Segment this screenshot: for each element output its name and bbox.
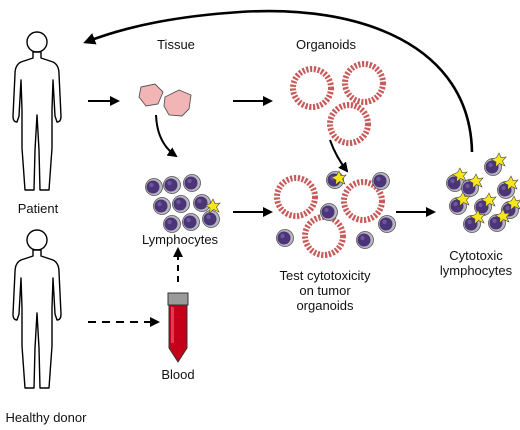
arrows	[83, 9, 474, 327]
healthy-donor-label: Healthy donor	[5, 410, 87, 425]
tissue-fragment-icon	[138, 83, 164, 107]
healthy-donor-silhouette-icon	[12, 229, 62, 389]
organoid-ring-icon	[290, 66, 334, 110]
cytotoxic-line-1: Cytotoxic	[449, 248, 503, 263]
organoid-ring-icon	[327, 102, 371, 146]
organoid-ring-icon	[341, 179, 385, 223]
test-cytotoxicity-label: Test cytotoxicity on tumor organoids	[260, 268, 390, 313]
blood-tube-icon	[167, 292, 189, 363]
blood-label: Blood	[161, 367, 195, 382]
tissue-fragment-icon	[163, 89, 192, 117]
organoid-ring-icon	[302, 214, 346, 258]
organoid-ring-icon	[274, 175, 318, 219]
arrow-tissue-to-lymphocytes	[155, 114, 178, 158]
organoids-label: Organoids	[296, 37, 356, 52]
lymphocyte-cluster	[145, 174, 221, 233]
test-line-2: on tumor	[299, 283, 351, 298]
patient-label: Patient	[17, 201, 59, 216]
arrow-return-to-patient	[83, 9, 474, 153]
lymphocytes-label: Lymphocytes	[141, 232, 219, 247]
patient-silhouette-icon	[12, 31, 62, 191]
arrow-organoids-to-test	[329, 139, 349, 173]
test-line-1: Test cytotoxicity	[279, 268, 371, 283]
cytotoxic-line-2: lymphocytes	[439, 263, 513, 278]
cytotoxic-lymphocytes-label: Cytotoxic lymphocytes	[433, 248, 519, 278]
cytotoxic-lymphocyte-cluster	[446, 152, 520, 233]
tissue-label: Tissue	[157, 37, 195, 52]
lymphocytes-in-test	[276, 170, 396, 249]
organoid-ring-icon	[342, 61, 386, 105]
test-line-3: organoids	[296, 298, 354, 313]
organoid-group-top	[290, 61, 386, 146]
